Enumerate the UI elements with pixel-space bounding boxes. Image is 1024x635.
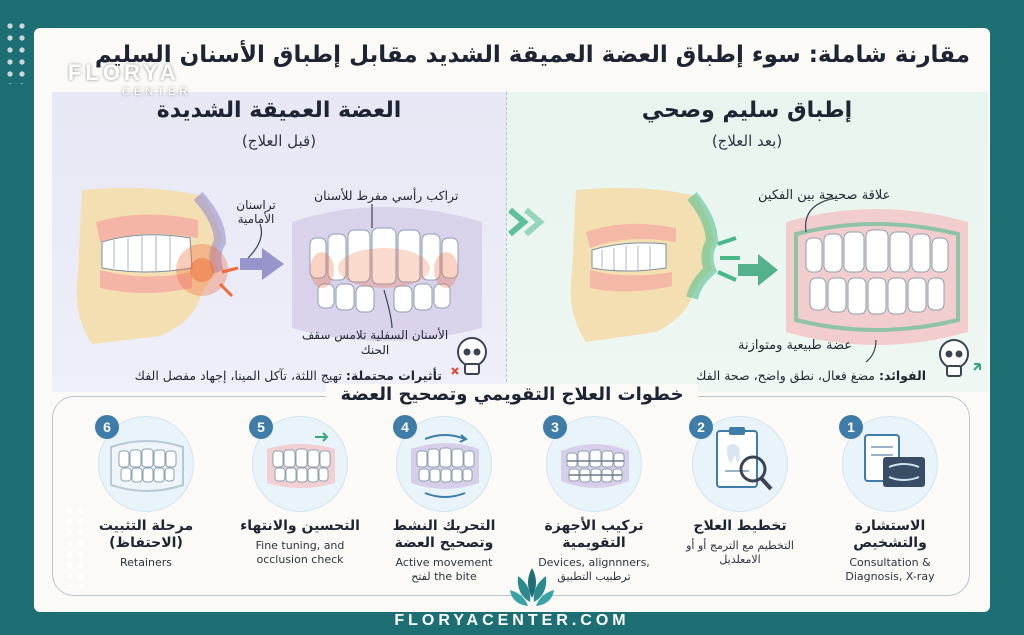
label-vertical-overlap: تراكب رأسي مفرط للأسنان — [314, 188, 459, 203]
step-icon-appliances: 3 — [543, 415, 642, 512]
step-name: الاستشارة والتشخيص — [853, 518, 927, 551]
step-number: 2 — [689, 415, 713, 439]
step-description-ar: the bite لفتح — [411, 570, 477, 583]
healthy-illustration — [508, 188, 981, 377]
step-5: 5 التحسين والانتهاء Fine tuning, and occ… — [230, 415, 370, 567]
step-name: التحريك النشط وتصحيح العضة — [392, 518, 496, 551]
step-3: 3 تركيب الأجهزة التقويمية Devices, align… — [524, 415, 664, 584]
deep-bite-panel: العضة العميقة الشديدة (قبل العلاج) — [52, 92, 506, 392]
benefits-text: مضغ فعال، نطق واضح، صحة الفك — [696, 368, 875, 383]
step-number: 4 — [393, 415, 417, 439]
step-number: 3 — [543, 415, 567, 439]
brand-logo-sub: CENTER — [122, 86, 192, 98]
step-1: 1 الاستشارة والتشخيص Consultation & Diag… — [820, 415, 960, 584]
step-description: Devices, alignnners, — [538, 556, 650, 569]
label-front-crowding: تراسنان الأمامية — [236, 198, 276, 226]
step-2: 2 تخطيط العلاج التخطيم مع الترمج أو أو ا… — [670, 415, 810, 567]
healthy-subtitle: (بعد العلاج) — [711, 132, 783, 150]
label-lower-teeth: الأسنان السفلية تلامس سقف الحنك — [301, 328, 449, 357]
panel-divider — [506, 92, 507, 392]
step-description-ar: ترطبيب التطبيق — [557, 570, 631, 583]
step-name: تخطيط العلاج — [693, 518, 787, 534]
deep-bite-title: العضة العميقة الشديدة — [156, 98, 402, 123]
label-jaw-relation: علاقة صحيحة بين الفكين — [758, 188, 891, 203]
step-description: التخطيم مع الترمج أو أو الامعلديل — [686, 539, 794, 566]
florya-logo-icon — [510, 568, 554, 606]
step-icon-retainers: 6 — [95, 415, 194, 512]
effects-text: تهيج اللثة، تآكل المينا، إجهاد مفصل الفك — [134, 368, 342, 383]
step-description: Retainers — [119, 556, 173, 569]
step-number: 1 — [839, 415, 863, 439]
step-icon-finishing: 5 — [249, 415, 348, 512]
deep-bite-subtitle: (قبل العلاج) — [241, 132, 317, 150]
benefits-label: الفوائد: — [878, 368, 926, 383]
infographic-card: مقارنة شاملة: سوء إطباق العضة العميقة ال… — [34, 28, 990, 612]
label-natural-bite: عضة طبيعية ومتوازنة — [738, 338, 852, 353]
step-name: تركيب الأجهزة التقويمية — [544, 518, 644, 551]
step-name: التحسين والانتهاء — [240, 518, 360, 534]
healthy-panel: إطباق سليم وصحي (بعد العلاج) — [506, 92, 988, 392]
step-number: 5 — [249, 415, 273, 439]
step-icon-active-movement: 4 — [393, 415, 492, 512]
healthy-title: إطباق سليم وصحي — [641, 98, 853, 123]
step-6: 6 مرحلة التثبيت (الاحتفاظ) Retainers — [76, 415, 216, 570]
step-4: 4 التحريك النشط وتصحيح العضة Active move… — [374, 415, 514, 584]
step-description: Active movement — [395, 556, 493, 569]
step-icon-consultation: 1 — [839, 415, 938, 512]
step-description: Fine tuning, and occlusion check — [255, 539, 345, 566]
main-title: مقارنة شاملة: سوء إطباق العضة العميقة ال… — [94, 42, 970, 68]
steps-title: خطوات العلاج التقويمي وتصحيح العضة — [34, 384, 990, 405]
brand-logo: FLORYA CENTER — [68, 60, 191, 98]
deep-bite-effects: تأثيرات محتملة: تهيج اللثة، تآكل المينا،… — [135, 368, 442, 383]
footer-website: FLORYACENTER.COM — [394, 612, 630, 629]
step-description: Consultation & Diagnosis, X-ray — [845, 556, 935, 583]
decorative-dots — [4, 20, 28, 84]
brand-logo-name: FLORYA — [68, 60, 180, 85]
decorative-dots — [64, 505, 86, 587]
step-name: مرحلة التثبيت (الاحتفاظ) — [98, 518, 194, 551]
deep-bite-illustration — [76, 188, 487, 375]
step-number: 6 — [95, 415, 119, 439]
step-icon-planning: 2 — [689, 415, 788, 512]
effects-label: تأثيرات محتملة: — [345, 368, 442, 383]
healthy-benefits: الفوائد: مضغ فعال، نطق واضح، صحة الفك — [696, 368, 926, 383]
